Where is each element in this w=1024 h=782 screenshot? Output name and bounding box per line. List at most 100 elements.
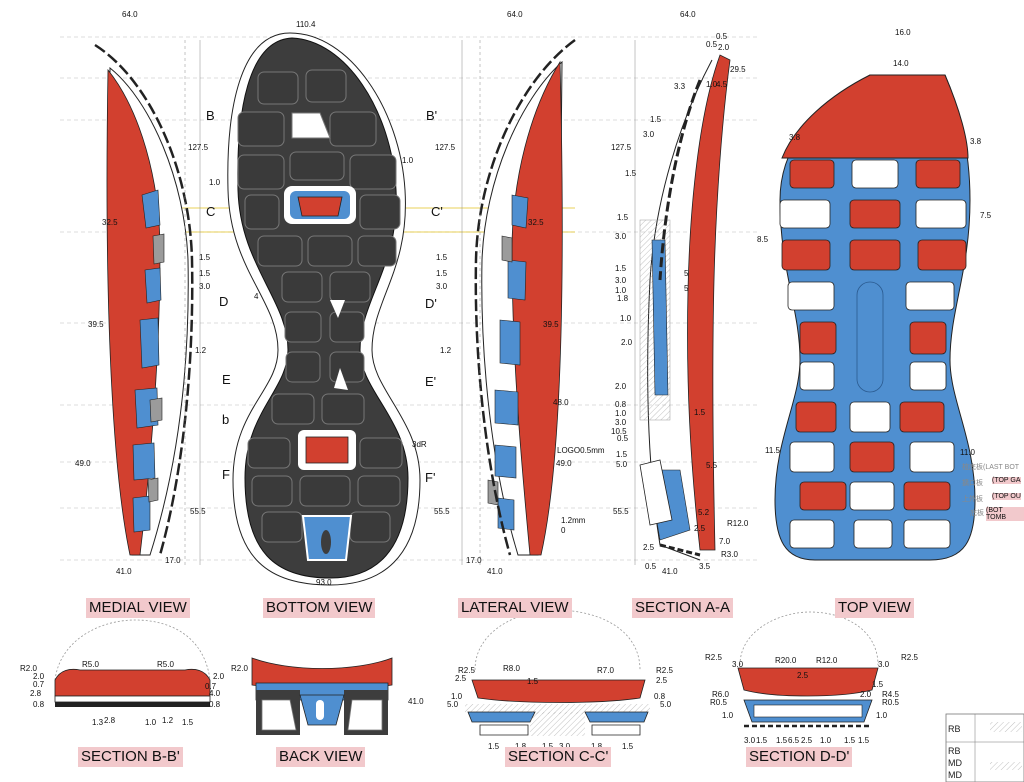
dim-label: 1.5 — [199, 253, 211, 262]
note-cn: 楦底板(LAST BOT — [962, 464, 1020, 471]
dim-label: 4.5 — [716, 80, 728, 89]
dim-label: 3.0 — [878, 660, 890, 669]
dim-label: R3.0 — [721, 550, 738, 559]
section-bb-view — [54, 619, 211, 707]
dim-label: 1.0 — [615, 286, 627, 295]
dim-label: 2.5 — [643, 543, 655, 552]
dim-label: 1.0 — [145, 718, 157, 727]
dim-label: 41.0 — [662, 567, 678, 576]
top-view — [774, 74, 976, 561]
legend-label-rb: RB — [948, 724, 961, 734]
dim-label: 2.5 — [797, 671, 809, 680]
section-letter: F — [222, 467, 230, 482]
dim-label: 5.0 — [660, 700, 672, 709]
dim-label: 1.2 — [195, 346, 207, 355]
dim-label: 0.8 — [33, 700, 45, 709]
dim-label: 0.8 — [654, 692, 666, 701]
dim-label: 3dR — [412, 440, 427, 449]
dim-label: 1.0 — [402, 156, 414, 165]
note-label: (BOT TOMB — [986, 507, 1024, 521]
dim-label: 64.0 — [680, 10, 696, 19]
dim-label: 32.5 — [528, 218, 544, 227]
dim-label: 48.0 — [553, 398, 569, 407]
section-letter: C — [206, 204, 216, 219]
dim-label: R2.5 — [901, 653, 918, 662]
section-aa-view — [634, 40, 731, 565]
dim-label: 0.8 — [615, 400, 627, 409]
dim-label: R2.0 — [20, 664, 37, 673]
dim-label: 3.0 — [199, 282, 211, 291]
section-letter: b — [222, 412, 230, 427]
caption-back-view: BACK VIEW — [276, 747, 366, 767]
section-cc-view — [465, 609, 650, 736]
section-letter: E — [222, 372, 231, 387]
dim-label: 4 — [254, 292, 259, 301]
dim-label: 55.5 — [190, 507, 206, 516]
dim-label: 3.0 — [615, 276, 627, 285]
dim-label: 1.5 — [542, 742, 553, 751]
dim-label: 1.0 — [451, 692, 463, 701]
section-letter: F' — [425, 470, 436, 485]
dim-label: 1.5 — [436, 253, 448, 262]
dim-label: 49.0 — [75, 459, 91, 468]
dim-label: 64.0 — [122, 10, 138, 19]
dim-label: 1.3 — [92, 718, 104, 727]
dim-label: 49.0 — [556, 459, 572, 468]
dim-label: 41.0 — [487, 567, 503, 576]
lateral-view — [461, 38, 576, 565]
dim-label: 29.5 — [730, 65, 746, 74]
medial-view — [94, 40, 201, 565]
dim-label: 3.0 — [744, 736, 756, 745]
dim-label: 93.0 — [316, 578, 332, 587]
dim-label: 17.0 — [466, 556, 482, 565]
caption-top-view: TOP VIEW — [835, 598, 914, 618]
dim-label: 2.8 — [30, 689, 42, 698]
section-letter: D — [219, 294, 229, 309]
dim-label: 1.0 — [209, 178, 221, 187]
dim-label: 1.0 — [620, 314, 632, 323]
dim-label: R5.0 — [82, 660, 99, 669]
dim-label: 1.8 — [515, 742, 526, 751]
dim-label: R5.0 — [157, 660, 174, 669]
dim-label: 0 — [561, 526, 566, 535]
dim-label: 2.5 — [694, 524, 706, 533]
dim-label: R2.0 — [231, 664, 248, 673]
section-letter: D' — [425, 296, 437, 311]
dim-label: R12.0 — [727, 519, 749, 528]
dim-label: 2.0 — [615, 382, 627, 391]
dim-label: 39.5 — [88, 320, 104, 329]
legend-label-md: MD — [948, 758, 962, 768]
dim-label: 2.0 — [33, 672, 45, 681]
dim-label: 2.0 — [860, 690, 872, 699]
dim-label: 32.5 — [102, 218, 118, 227]
dim-label: 1.5 — [872, 680, 884, 689]
dim-label: 5.5 — [706, 461, 718, 470]
note-label: (TOP OU — [992, 493, 1021, 500]
legend-label-rb: RB — [948, 746, 961, 756]
dim-label: 2.0 — [213, 672, 225, 681]
dim-label: 1.5 — [756, 736, 768, 745]
dim-label: 1.5 — [694, 408, 706, 417]
dim-label: 5.0 — [616, 460, 628, 469]
dim-label: 6.5 — [788, 736, 800, 745]
caption-section-bb: SECTION B-B' — [78, 747, 183, 767]
caption-bottom-view: BOTTOM VIEW — [263, 598, 376, 618]
dim-label: 1.5 — [625, 169, 637, 178]
dim-label: 0.7 — [33, 680, 45, 689]
dim-label: 1.0 — [615, 409, 627, 418]
dim-label: 11.5 — [765, 446, 780, 455]
dim-label: 2.8 — [104, 716, 116, 725]
dim-label: 0.5 — [617, 434, 629, 443]
dim-label: 10.5 — [611, 427, 627, 436]
dim-label: 1.2mm — [561, 516, 586, 525]
note-cn: 底板 — [970, 510, 984, 517]
dim-label: 3.0 — [615, 418, 627, 427]
dim-label: R7.0 — [597, 666, 614, 675]
dim-label: LOGO0.5mm — [557, 446, 605, 455]
dim-label: 1.5 — [182, 718, 194, 727]
dim-label: 1.2 — [162, 716, 174, 725]
dim-label: 8.5 — [757, 235, 769, 244]
dim-label: 0.5 — [706, 40, 718, 49]
dim-label: 16.0 — [895, 28, 911, 37]
